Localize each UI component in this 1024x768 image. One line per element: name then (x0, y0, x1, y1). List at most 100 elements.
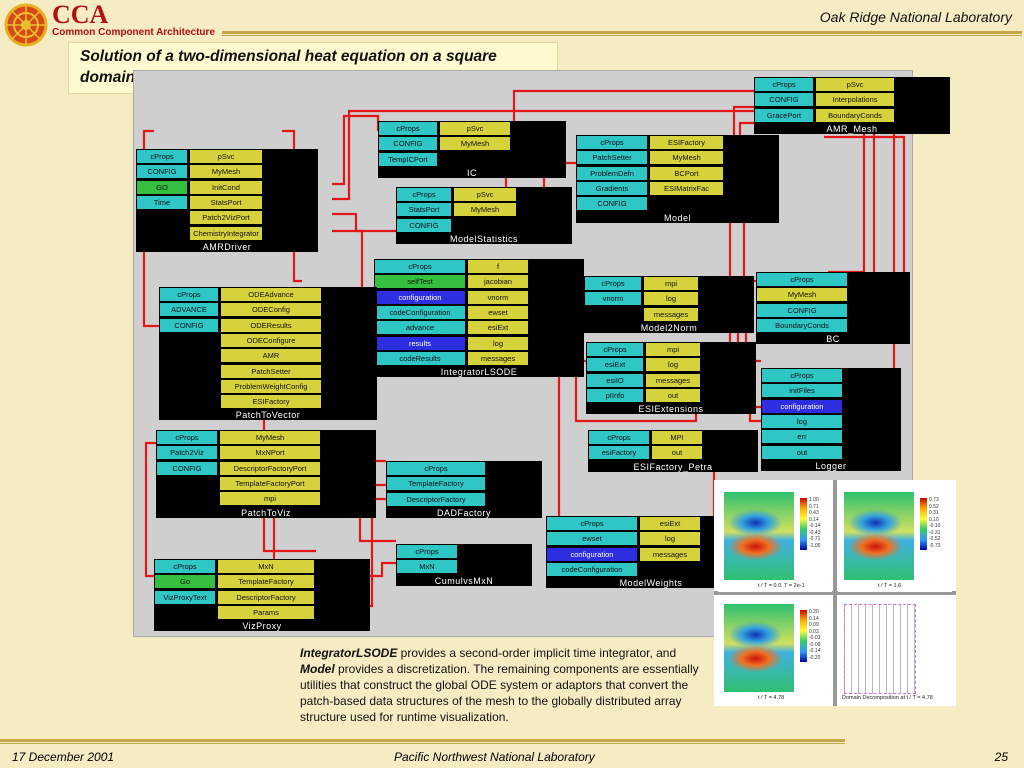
port-ic-2[interactable]: CONFIG (379, 137, 437, 151)
port-model-0[interactable]: cProps (577, 136, 647, 149)
port-model-5[interactable]: BCPort (650, 166, 723, 180)
port-integratorlsode-10[interactable]: results (375, 336, 465, 350)
port-patchtovector-7[interactable]: ODEConfigure (221, 333, 321, 347)
port-patchtoviz-5[interactable]: DescriptorFactoryPort (220, 461, 320, 475)
port-vizproxy-7[interactable]: Params (218, 605, 314, 619)
port-amr_mesh-5[interactable]: BoundaryConds (816, 108, 894, 122)
port-logger-3[interactable]: log (762, 414, 842, 428)
port-model2norm-1[interactable]: mpi (644, 277, 698, 290)
port-model-2[interactable]: PatchSetter (577, 151, 647, 165)
port-patchtovector-9[interactable]: AMR (221, 349, 321, 363)
port-integratorlsode-13[interactable]: messages (468, 351, 528, 365)
port-ic-0[interactable]: cProps (379, 122, 437, 135)
port-patchtoviz-3[interactable]: MxNPort (220, 446, 320, 460)
port-bc-0[interactable]: cProps (757, 273, 847, 286)
port-model-1[interactable]: ESIFactory (650, 136, 723, 149)
port-patchtoviz-2[interactable]: Patch2Viz (157, 446, 217, 460)
port-integratorlsode-12[interactable]: codeResults (375, 351, 465, 365)
port-esiextensions-0[interactable]: cProps (587, 343, 643, 356)
port-amrdriver-3[interactable]: MyMesh (190, 165, 262, 179)
port-modelweights-5[interactable]: messages (640, 547, 700, 561)
port-amrdriver-2[interactable]: CONFIG (137, 165, 187, 179)
port-integratorlsode-7[interactable]: ewset (468, 305, 528, 319)
port-modelweights-6[interactable]: codeConfiguration (547, 562, 637, 576)
port-patchtovector-3[interactable]: ODEConfig (221, 303, 321, 317)
port-patchtovector-13[interactable]: ProblemWeightConfig (221, 379, 321, 393)
port-ic-4[interactable]: TempICPort (379, 152, 437, 166)
port-esifactory_petra-0[interactable]: cProps (589, 431, 649, 444)
port-esifactory_petra-3[interactable]: out (652, 446, 702, 460)
port-model-8[interactable]: CONFIG (577, 197, 647, 211)
port-model-7[interactable]: ESIMatrixFac (650, 181, 723, 195)
port-amrdriver-11[interactable]: ChemistryIntegrator (190, 226, 262, 240)
port-dadfactory-1[interactable]: TemplateFactory (387, 477, 485, 491)
port-bc-3[interactable]: BoundaryConds (757, 318, 847, 332)
port-bc-2[interactable]: CONFIG (757, 303, 847, 317)
port-esiextensions-4[interactable]: esiIO (587, 373, 643, 387)
port-integratorlsode-3[interactable]: jacobian (468, 275, 528, 289)
port-patchtoviz-0[interactable]: cProps (157, 431, 217, 444)
port-ic-1[interactable]: pSvc (440, 122, 510, 135)
port-vizproxy-3[interactable]: TemplateFactory (218, 575, 314, 589)
port-cumulvsmxn-1[interactable]: MxN (397, 560, 457, 574)
port-patchtovector-0[interactable]: cProps (160, 288, 218, 301)
port-amr_mesh-4[interactable]: GracePort (755, 108, 813, 122)
port-model2norm-0[interactable]: cProps (585, 277, 641, 290)
port-logger-5[interactable]: out (762, 445, 842, 459)
port-modelweights-2[interactable]: ewset (547, 532, 637, 546)
port-amr_mesh-3[interactable]: Interpolations (816, 93, 894, 107)
port-integratorlsode-8[interactable]: advance (375, 321, 465, 335)
port-integratorlsode-6[interactable]: codeConfiguration (375, 305, 465, 319)
port-amrdriver-9[interactable]: Patch2VizPort (190, 211, 262, 225)
port-esifactory_petra-1[interactable]: MPI (652, 431, 702, 444)
port-esiextensions-1[interactable]: mpi (646, 343, 700, 356)
port-modelweights-0[interactable]: cProps (547, 517, 637, 530)
port-integratorlsode-4[interactable]: configuration (375, 290, 465, 304)
port-patchtovector-11[interactable]: PatchSetter (221, 364, 321, 378)
port-integratorlsode-2[interactable]: selfTest (375, 275, 465, 289)
port-patchtoviz-9[interactable]: mpi (220, 492, 320, 506)
port-vizproxy-0[interactable]: cProps (155, 560, 215, 573)
port-model2norm-2[interactable]: vnorm (585, 292, 641, 306)
port-modelstatistics-3[interactable]: MyMesh (454, 203, 516, 217)
port-integratorlsode-11[interactable]: log (468, 336, 528, 350)
port-dadfactory-0[interactable]: cProps (387, 462, 485, 475)
port-esiextensions-3[interactable]: log (646, 358, 700, 372)
port-model2norm-3[interactable]: log (644, 292, 698, 306)
port-modelweights-1[interactable]: esiExt (640, 517, 700, 530)
port-integratorlsode-1[interactable]: f (468, 260, 528, 273)
port-amrdriver-7[interactable]: StatsPort (190, 195, 262, 209)
port-vizproxy-2[interactable]: Go (155, 575, 215, 589)
port-esiextensions-6[interactable]: pIInfo (587, 388, 643, 402)
port-modelstatistics-2[interactable]: StatsPort (397, 203, 451, 217)
port-logger-1[interactable]: initFiles (762, 384, 842, 398)
port-patchtovector-2[interactable]: ADVANCE (160, 303, 218, 317)
port-integratorlsode-9[interactable]: esiExt (468, 321, 528, 335)
port-patchtovector-15[interactable]: ESIFactory (221, 395, 321, 409)
port-amr_mesh-0[interactable]: cProps (755, 78, 813, 91)
port-model-3[interactable]: MyMesh (650, 151, 723, 165)
port-amrdriver-4[interactable]: GO (137, 180, 187, 194)
port-esifactory_petra-2[interactable]: esiFactory (589, 446, 649, 460)
port-amr_mesh-2[interactable]: CONFIG (755, 93, 813, 107)
port-vizproxy-1[interactable]: MxN (218, 560, 314, 573)
port-patchtovector-5[interactable]: ODEResults (221, 318, 321, 332)
port-model-4[interactable]: ProblemDefn (577, 166, 647, 180)
port-ic-3[interactable]: MyMesh (440, 137, 510, 151)
port-amr_mesh-1[interactable]: pSvc (816, 78, 894, 91)
port-vizproxy-5[interactable]: DescriptorFactory (218, 590, 314, 604)
port-patchtoviz-4[interactable]: CONFIG (157, 461, 217, 475)
